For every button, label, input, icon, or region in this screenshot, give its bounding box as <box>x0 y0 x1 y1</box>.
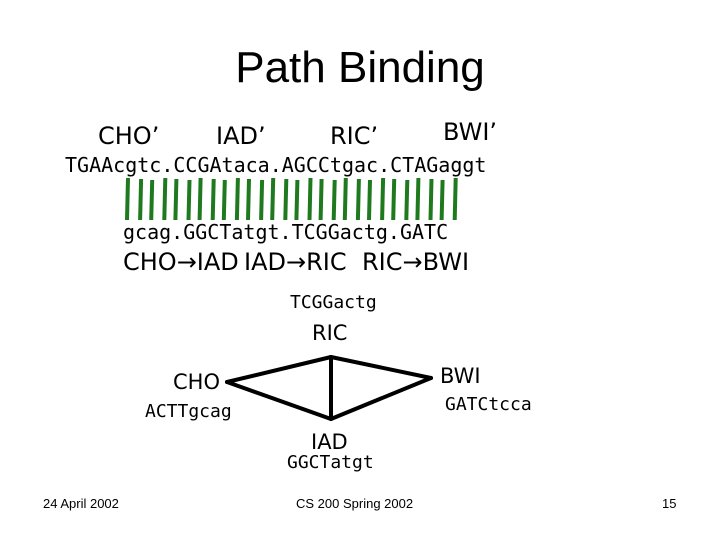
iad-sequence: GGCTatgt <box>287 452 374 473</box>
base-pair-bond <box>428 178 434 221</box>
label-bwi-prime: BWI’ <box>443 118 498 146</box>
edge-cho-iad <box>225 380 333 421</box>
base-pair-bond <box>331 179 337 221</box>
footer-course: CS 200 Spring 2002 <box>296 496 414 511</box>
edge-cho-ric <box>225 355 333 384</box>
base-pair-bond <box>294 179 300 221</box>
base-pair-bond <box>221 179 227 221</box>
base-pair-bond <box>452 177 458 221</box>
bwi-sequence: GATCtcca <box>445 394 532 415</box>
label-ric-prime: RIC’ <box>330 122 379 150</box>
base-pair-bond <box>173 178 179 221</box>
label-cho-prime: CHO’ <box>98 122 160 150</box>
base-pair-bond <box>210 178 216 221</box>
base-pair-bond <box>162 177 168 221</box>
base-pair-bond <box>342 177 348 221</box>
base-pair-bond <box>270 177 276 221</box>
base-pair-bond <box>125 177 130 221</box>
base-pair-bond <box>234 177 240 221</box>
base-pair-bond <box>186 179 192 221</box>
base-pair-bond <box>367 179 372 221</box>
base-pair-bond <box>439 179 445 221</box>
base-pair-bond <box>404 179 410 221</box>
base-pair-bond <box>246 178 251 221</box>
top-dna-strand: TGAAcgtc.CCGAtaca.AGCCtgac.CTAGaggt <box>65 153 487 177</box>
edge-label-iad-ric: IAD→RIC <box>244 248 347 276</box>
ric-sequence: TCGGactg <box>290 292 377 313</box>
base-pair-bond <box>318 178 324 221</box>
node-iad: IAD <box>311 430 348 454</box>
base-pair-bond <box>391 178 397 221</box>
footer-date: 24 April 2002 <box>43 496 119 511</box>
edge-iad-bwi <box>329 376 433 421</box>
label-iad-prime: IAD’ <box>216 122 266 150</box>
base-pair-bond <box>197 177 203 221</box>
node-cho: CHO <box>173 370 220 394</box>
edge-label-ric-bwi: RIC→BWI <box>362 248 470 276</box>
edge-ric-bwi <box>329 355 433 380</box>
base-pair-bond <box>307 177 313 221</box>
base-pair-bond <box>283 178 289 221</box>
page-number: 15 <box>662 496 677 511</box>
base-pair-bond <box>149 179 155 221</box>
slide-title: Path Binding <box>235 43 485 92</box>
base-pair-bond <box>259 179 265 221</box>
node-ric: RIC <box>312 321 348 345</box>
base-pair-bond <box>380 177 386 221</box>
node-bwi: BWI <box>440 364 481 388</box>
cho-sequence: ACTTgcag <box>145 401 232 422</box>
base-pair-bond <box>355 178 361 221</box>
edge-label-cho-iad: CHO→IAD <box>123 248 239 276</box>
bottom-dna-strand: gcag.GGCTatgt.TCGGactg.GATC <box>123 220 449 244</box>
base-pair-bond <box>415 177 421 221</box>
base-pair-bond <box>138 178 144 221</box>
